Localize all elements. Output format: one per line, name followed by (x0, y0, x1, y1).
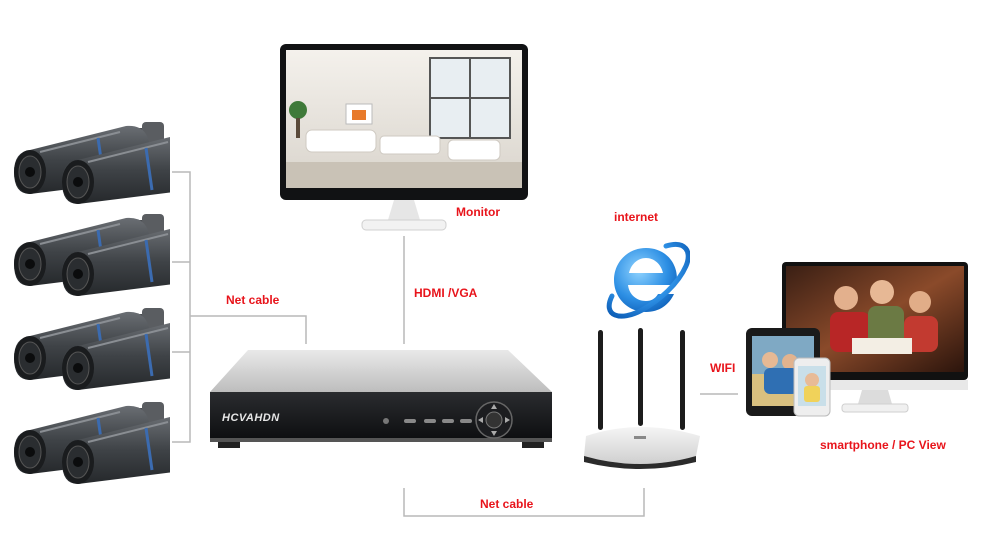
pc-and-mobile-devices (742, 262, 972, 422)
net-cable-label-top: Net cable (226, 293, 279, 307)
monitor-label: Monitor (456, 205, 500, 219)
net-cable-line-top (190, 316, 306, 344)
wifi-router (580, 326, 704, 472)
wifi-label: WIFI (710, 361, 735, 375)
router-antenna (598, 330, 603, 430)
router-antenna (638, 328, 643, 426)
hdmi-vga-label: HDMI /VGA (414, 286, 477, 300)
dvr-brand-text: HCVAHDN (222, 412, 280, 424)
camera-group (8, 118, 170, 498)
internet-label: internet (614, 210, 658, 224)
smartphone-pc-view-label: smartphone / PC View (820, 438, 946, 452)
internet-e-icon (602, 232, 690, 324)
router-antenna (680, 330, 685, 430)
net-cable-label-bottom: Net cable (480, 497, 533, 511)
camera-bracket-line (172, 172, 190, 442)
